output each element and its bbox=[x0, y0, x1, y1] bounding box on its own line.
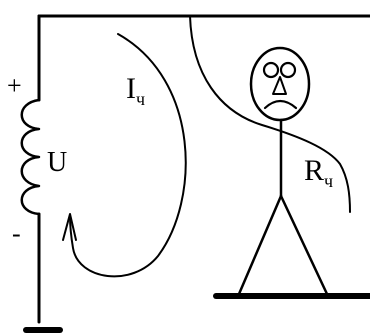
person-left-eye bbox=[262, 61, 280, 79]
person-nose bbox=[272, 76, 287, 95]
person-right-leg bbox=[279, 194, 329, 296]
current-label: Iч bbox=[126, 72, 145, 109]
person-left-leg bbox=[237, 194, 283, 296]
person-head bbox=[249, 46, 311, 122]
resistance-label: Rч bbox=[304, 154, 333, 191]
person-right-eye bbox=[279, 61, 297, 79]
current-symbol: I bbox=[126, 72, 136, 105]
voltage-label: U bbox=[47, 147, 67, 178]
minus-label: - bbox=[12, 219, 21, 248]
plus-label: + bbox=[7, 71, 22, 100]
coil-winding bbox=[20, 98, 41, 216]
resistance-subscript: ч bbox=[324, 171, 333, 191]
resistance-symbol: R bbox=[304, 154, 324, 187]
current-arrow-head bbox=[62, 213, 77, 241]
resistance-path bbox=[189, 15, 351, 213]
person-figure bbox=[237, 46, 329, 296]
person-mouth bbox=[263, 99, 298, 110]
current-subscript: ч bbox=[136, 89, 145, 109]
current-loop-path bbox=[69, 33, 187, 278]
